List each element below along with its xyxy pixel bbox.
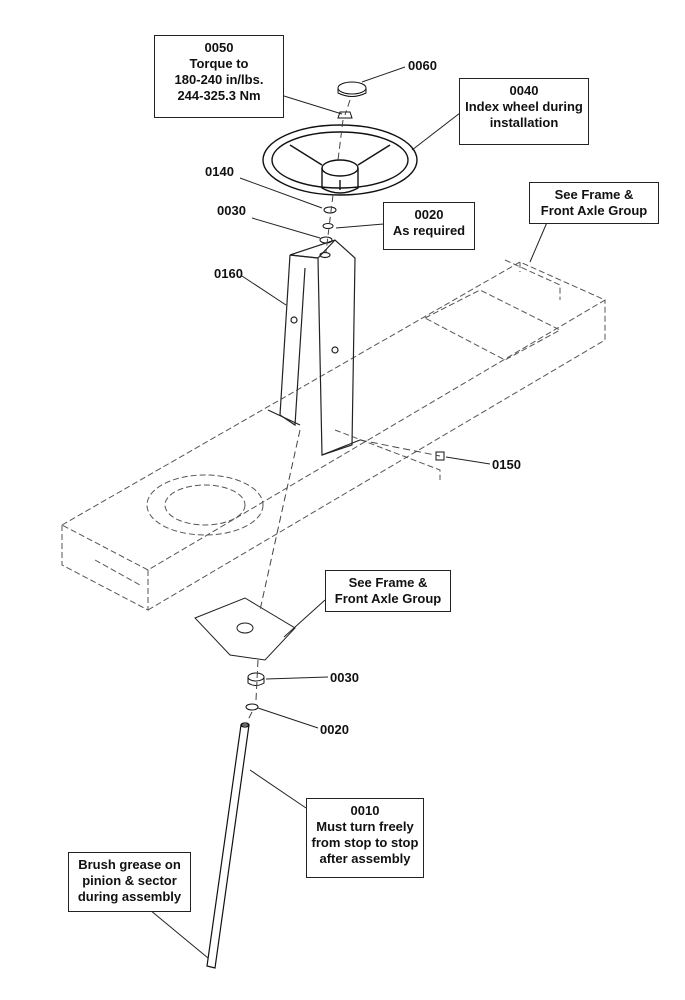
- callout-line: pinion & sector: [82, 873, 177, 888]
- part-label-0150: 0150: [492, 457, 521, 472]
- wheel-nut: [337, 111, 353, 119]
- callout-0040: 0040 Index wheel during installation: [459, 78, 589, 145]
- callout-line: Front Axle Group: [334, 591, 442, 606]
- callout-part-number: 0050: [204, 40, 234, 55]
- steering-shaft: [206, 722, 250, 969]
- callout-line: As required: [392, 223, 466, 238]
- steering-support: [267, 239, 361, 456]
- callout-line: 180-240 in/lbs.: [174, 72, 264, 87]
- callout-frame-top: See Frame & Front Axle Group: [529, 182, 659, 224]
- callout-0050: 0050 Torque to 180-240 in/lbs. 244-325.3…: [154, 35, 284, 118]
- callout-line: during assembly: [77, 889, 182, 904]
- callout-0020-top: 0020 As required: [383, 202, 475, 250]
- steering-wheel: [262, 124, 418, 196]
- callout-line: 244-325.3 Nm: [177, 88, 261, 103]
- part-label-0030-top: 0030: [217, 203, 246, 218]
- callout-line: Brush grease on: [78, 857, 181, 872]
- callout-line: Torque to: [189, 56, 249, 71]
- callout-frame-mid: See Frame & Front Axle Group: [325, 570, 451, 612]
- callout-part-number: 0010: [350, 803, 380, 818]
- callout-line: Index wheel during: [465, 99, 583, 114]
- callout-line: after assembly: [319, 851, 411, 866]
- part-label-0140: 0140: [205, 164, 234, 179]
- callout-line: See Frame &: [554, 187, 634, 202]
- callout-0010: 0010 Must turn freely from stop to stop …: [306, 798, 424, 878]
- callout-line: Front Axle Group: [540, 203, 648, 218]
- callout-part-number: 0020: [414, 207, 444, 222]
- callout-line: installation: [489, 115, 559, 130]
- mount-plate: [194, 597, 296, 661]
- callout-line: Must turn freely: [316, 819, 414, 834]
- callout-line: See Frame &: [348, 575, 428, 590]
- frame-outline: [60, 259, 607, 611]
- callout-part-number: 0040: [509, 83, 539, 98]
- wheel-cap: [337, 81, 367, 95]
- callout-grease: Brush grease on pinion & sector during a…: [68, 852, 191, 912]
- part-label-0020-bottom: 0020: [320, 722, 349, 737]
- part-label-0160: 0160: [214, 266, 243, 281]
- part-label-0030-bottom: 0030: [330, 670, 359, 685]
- callout-line: from stop to stop: [311, 835, 419, 850]
- part-label-0060: 0060: [408, 58, 437, 73]
